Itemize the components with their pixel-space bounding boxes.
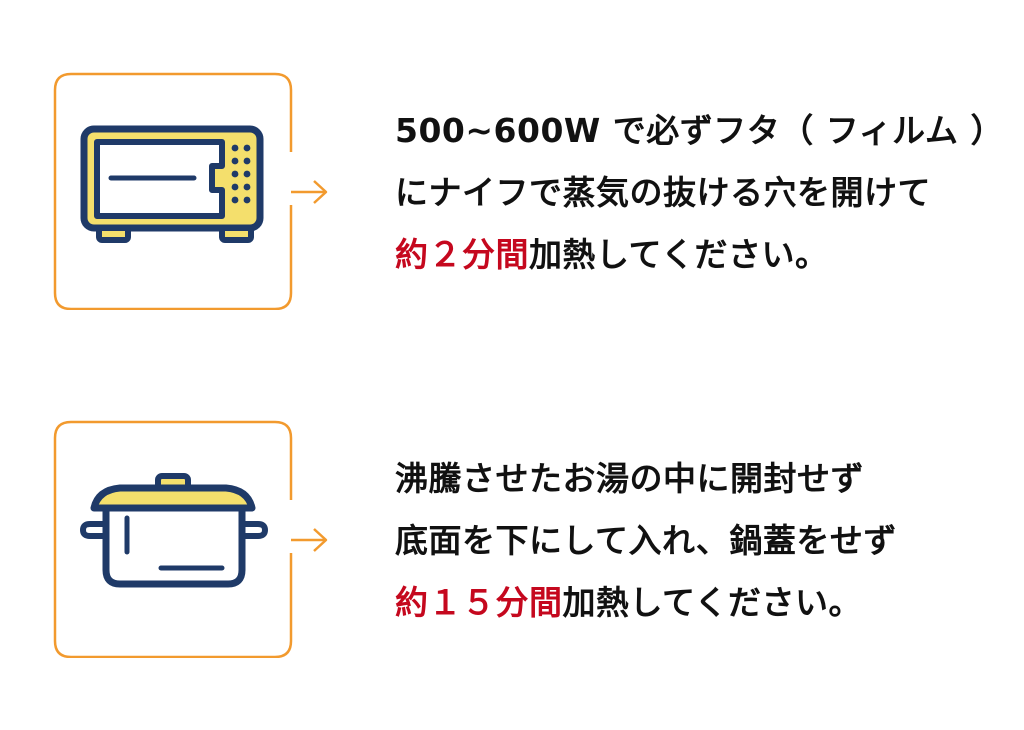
instruction-line: 底面を下にして入れ、鍋蓋をせず — [395, 521, 897, 560]
instruction-text: 500~600W で必ずフタ（ フィルム ） にナイフで蒸気の抜ける穴を開けて … — [395, 100, 1005, 286]
arrow-right-icon — [291, 528, 328, 552]
pot-icon — [80, 473, 268, 588]
frame-outline — [53, 72, 293, 310]
heating-time-highlight: 約２分間 — [395, 235, 529, 274]
instruction-line-rest: 加熱してください。 — [529, 235, 829, 274]
instruction-line: にナイフで蒸気の抜ける穴を開けて — [395, 173, 931, 212]
frame-outline — [53, 420, 293, 658]
arrow-right-icon — [291, 180, 328, 204]
instruction-line: 約２分間加熱してください。 — [395, 224, 1005, 286]
step-microwave: 500~600W で必ずフタ（ フィルム ） にナイフで蒸気の抜ける穴を開けて … — [0, 70, 1024, 310]
instruction-line: 約１５分間加熱してください。 — [395, 572, 1005, 634]
instruction-text: 沸騰させたお湯の中に開封せず 底面を下にして入れ、鍋蓋をせず 約１５分間加熱して… — [395, 448, 1005, 634]
pot-icon-frame — [53, 420, 328, 658]
instruction-line: 沸騰させたお湯の中に開封せず — [395, 459, 864, 498]
microwave-icon — [80, 125, 264, 243]
step-pot: 沸騰させたお湯の中に開封せず 底面を下にして入れ、鍋蓋をせず 約１５分間加熱して… — [0, 418, 1024, 658]
instruction-line: 500~600W で必ずフタ（ フィルム ） — [395, 111, 1004, 150]
microwave-icon-frame — [53, 72, 328, 310]
instruction-line-rest: 加熱してください。 — [562, 583, 863, 622]
heating-time-highlight: 約１５分間 — [395, 583, 563, 622]
